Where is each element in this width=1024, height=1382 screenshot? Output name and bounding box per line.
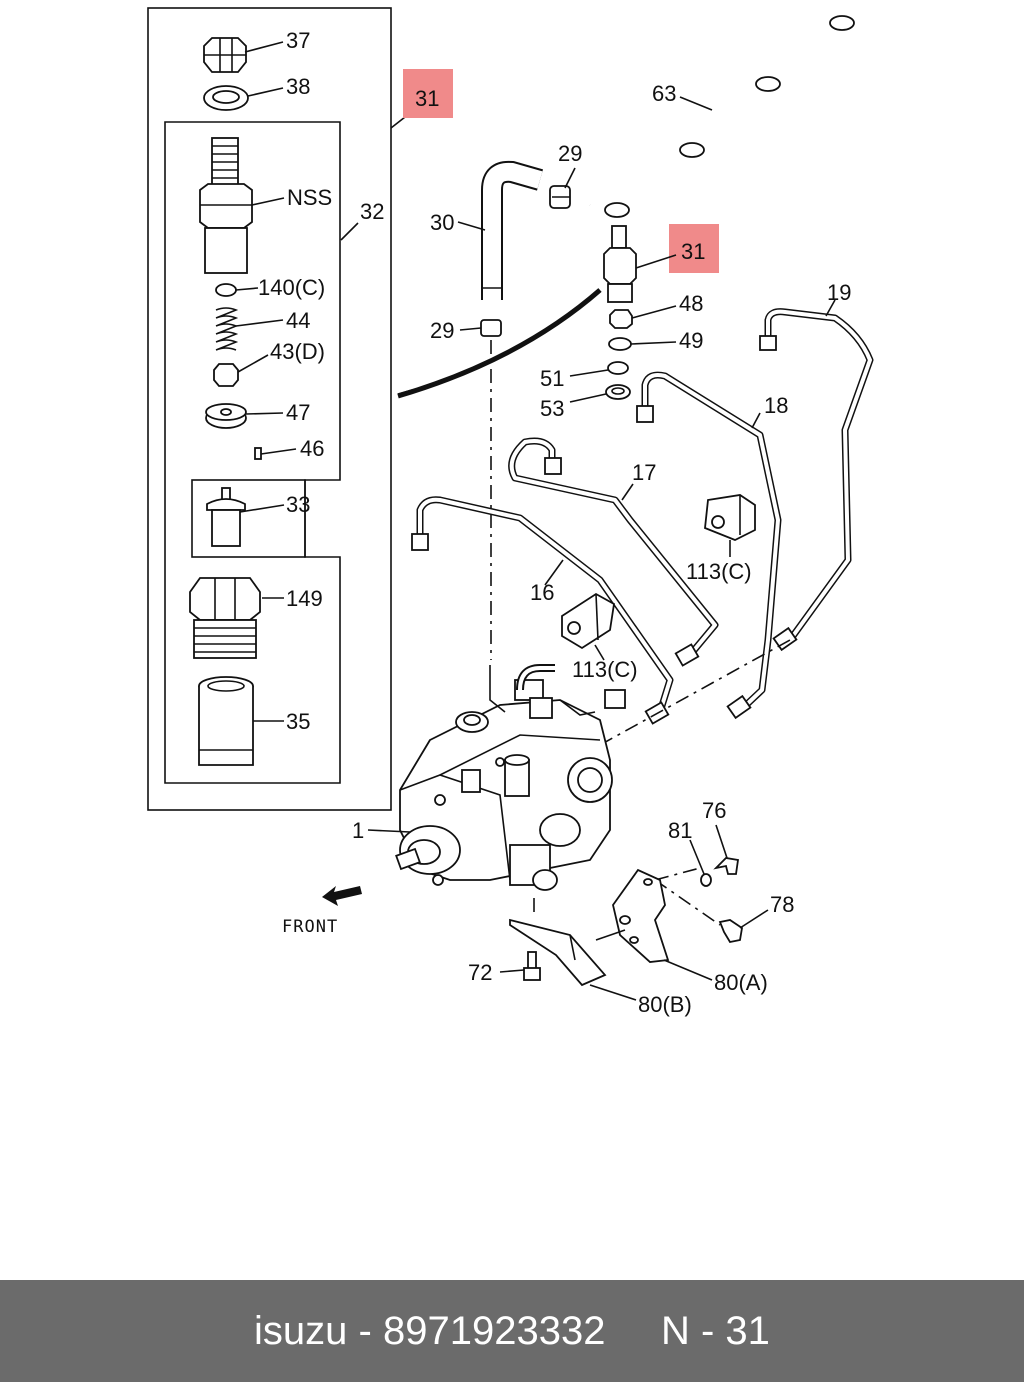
part-38-washer[interactable] xyxy=(203,85,249,111)
label-149: 149 xyxy=(286,586,323,611)
part-18-injection-pipe[interactable] xyxy=(636,371,782,720)
label-16: 16 xyxy=(530,580,554,605)
part-43d-seat[interactable] xyxy=(213,363,239,387)
label-30: 30 xyxy=(430,210,454,235)
label-35: 35 xyxy=(286,709,310,734)
part-46-pin[interactable] xyxy=(254,447,262,460)
label-18: 18 xyxy=(764,393,788,418)
label-38: 38 xyxy=(286,74,310,99)
label-19: 19 xyxy=(827,280,851,305)
label-31-box: 31 xyxy=(415,86,439,111)
part-29-clip-lower[interactable] xyxy=(480,319,502,337)
label-44: 44 xyxy=(286,308,310,333)
footer-part-caption: isuzu - 8971923332 N - 31 xyxy=(254,1308,770,1353)
part-51-gasket[interactable] xyxy=(607,361,629,375)
highlight-31-box-a xyxy=(403,69,453,118)
part-nss-holder[interactable] xyxy=(199,137,253,274)
label-31-injector: 31 xyxy=(681,239,705,264)
callout-labels: 37 38 31 32 NSS 140(C) 44 43(D) 47 46 33… xyxy=(258,28,851,1017)
fuel-return-hose xyxy=(397,288,602,399)
part-44-spring[interactable] xyxy=(215,307,239,351)
label-32: 32 xyxy=(360,199,384,224)
part-78-bolt[interactable] xyxy=(718,919,743,944)
part-49-seal[interactable] xyxy=(608,337,632,351)
part-63-leak-pipe[interactable] xyxy=(589,15,855,218)
label-37: 37 xyxy=(286,28,310,53)
part-29-clip-upper[interactable] xyxy=(549,185,571,209)
part-19-injection-pipe[interactable] xyxy=(759,308,874,652)
part-76-bolt[interactable] xyxy=(713,857,740,875)
label-113c-upper: 113(C) xyxy=(686,559,752,584)
part-140c-shim[interactable] xyxy=(215,283,237,297)
footer-bar: isuzu - 8971923332 N - 31 xyxy=(0,1280,1024,1382)
label-80b: 80(B) xyxy=(638,992,692,1017)
label-48: 48 xyxy=(679,291,703,316)
label-51: 51 xyxy=(540,366,564,391)
part-80a-bracket[interactable] xyxy=(612,868,670,963)
part-80b-bracket[interactable] xyxy=(509,918,607,987)
part-113c-clamp-upper[interactable] xyxy=(704,494,756,541)
label-80a: 80(A) xyxy=(714,970,768,995)
label-140c: 140(C) xyxy=(258,275,325,300)
label-72: 72 xyxy=(468,960,492,985)
part-30-hose[interactable] xyxy=(481,160,544,300)
part-72-bolt[interactable] xyxy=(523,951,541,981)
part-17-injection-pipe[interactable] xyxy=(508,437,719,667)
label-33: 33 xyxy=(286,492,310,517)
part-31-injector[interactable] xyxy=(603,225,637,303)
label-29-upper: 29 xyxy=(558,141,582,166)
parts-diagram: 37 38 31 32 NSS 140(C) 44 43(D) 47 46 33… xyxy=(147,7,874,1017)
part-1-injection-pump[interactable] xyxy=(395,664,626,891)
injector-detail-box xyxy=(147,7,392,811)
label-17: 17 xyxy=(632,460,656,485)
label-29-lower: 29 xyxy=(430,318,454,343)
front-arrow-icon xyxy=(322,886,362,906)
part-53-washer[interactable] xyxy=(605,384,631,400)
label-47: 47 xyxy=(286,400,310,425)
label-63: 63 xyxy=(652,81,676,106)
label-49: 49 xyxy=(679,328,703,353)
part-149-retaining-nut[interactable] xyxy=(189,577,261,659)
part-37-nut[interactable] xyxy=(203,37,247,73)
highlight-31-box-b xyxy=(669,224,719,273)
label-53: 53 xyxy=(540,396,564,421)
part-35-sleeve[interactable] xyxy=(198,676,254,766)
part-113c-clamp-lower[interactable] xyxy=(561,592,615,650)
part-16-injection-pipe[interactable] xyxy=(411,496,674,725)
label-78: 78 xyxy=(770,892,794,917)
label-76: 76 xyxy=(702,798,726,823)
part-81-washer[interactable] xyxy=(700,873,712,887)
part-48-washer[interactable] xyxy=(609,309,633,329)
label-113c-lower: 113(C) xyxy=(572,657,638,682)
label-1: 1 xyxy=(352,818,364,843)
part-33-nozzle[interactable] xyxy=(206,487,246,547)
label-81: 81 xyxy=(668,818,692,843)
part-47-spacer[interactable] xyxy=(205,403,247,429)
label-nss: NSS xyxy=(287,185,332,210)
label-front: FRONT xyxy=(282,917,338,937)
label-46: 46 xyxy=(300,436,324,461)
label-43d: 43(D) xyxy=(270,339,325,364)
